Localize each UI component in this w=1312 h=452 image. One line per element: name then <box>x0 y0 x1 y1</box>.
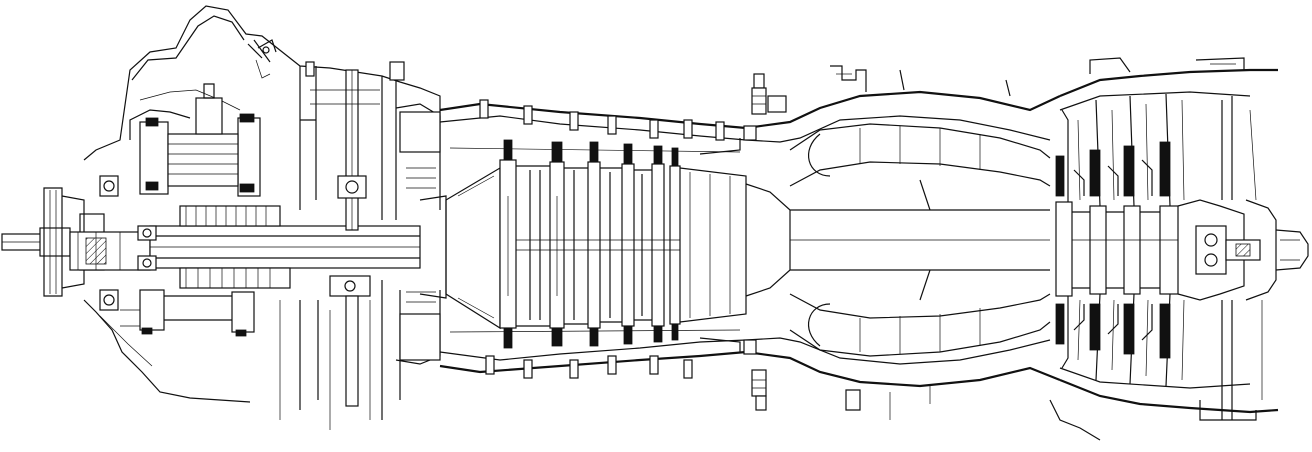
rear-bearing-housing <box>1177 199 1261 301</box>
front-bearings <box>99 175 157 311</box>
compressor-rotor-cone <box>445 166 501 330</box>
reduction-gearbox-housing <box>83 5 441 403</box>
tower-shaft <box>329 69 371 407</box>
combustion-liner-upper <box>789 123 1051 187</box>
compressor-stages <box>499 139 681 349</box>
gearbox-flange-bolts <box>247 39 277 79</box>
compressor-stage-2 <box>549 141 565 347</box>
combustion-liner-lower <box>789 293 1051 357</box>
fuel-nozzle-mounts <box>743 73 787 411</box>
compressor-diffuser <box>679 138 747 352</box>
planet-gear-lower <box>120 289 255 337</box>
gearbox-shafts <box>69 205 421 289</box>
compressor-stage-1 <box>499 139 517 349</box>
compressor-stage-6 <box>669 147 681 341</box>
turbine-stage-1 <box>1055 109 1073 369</box>
turbine-stage-3 <box>1123 95 1141 385</box>
compressor-stage-4 <box>621 143 635 345</box>
compressor-casing-bolts-top <box>479 99 725 141</box>
turbine-vanes <box>1073 159 1153 341</box>
turbine-stage-2 <box>1089 99 1107 381</box>
turbine-casing <box>1049 57 1279 441</box>
main-shaft <box>745 179 1050 301</box>
turbine-stage-4 <box>1159 93 1179 387</box>
accessory-housing <box>279 61 405 430</box>
casing-brackets <box>830 65 1011 420</box>
compressor-stage-5 <box>651 145 665 343</box>
propeller-shaft <box>1 227 71 257</box>
compressor-stage-3 <box>587 141 601 347</box>
compressor-casing-bolts-bottom <box>485 355 693 379</box>
turbine-stages <box>1055 93 1185 387</box>
exhaust-pipe <box>1221 96 1309 420</box>
combustion-casing <box>745 90 1061 388</box>
planet-gear-upper <box>139 83 261 197</box>
